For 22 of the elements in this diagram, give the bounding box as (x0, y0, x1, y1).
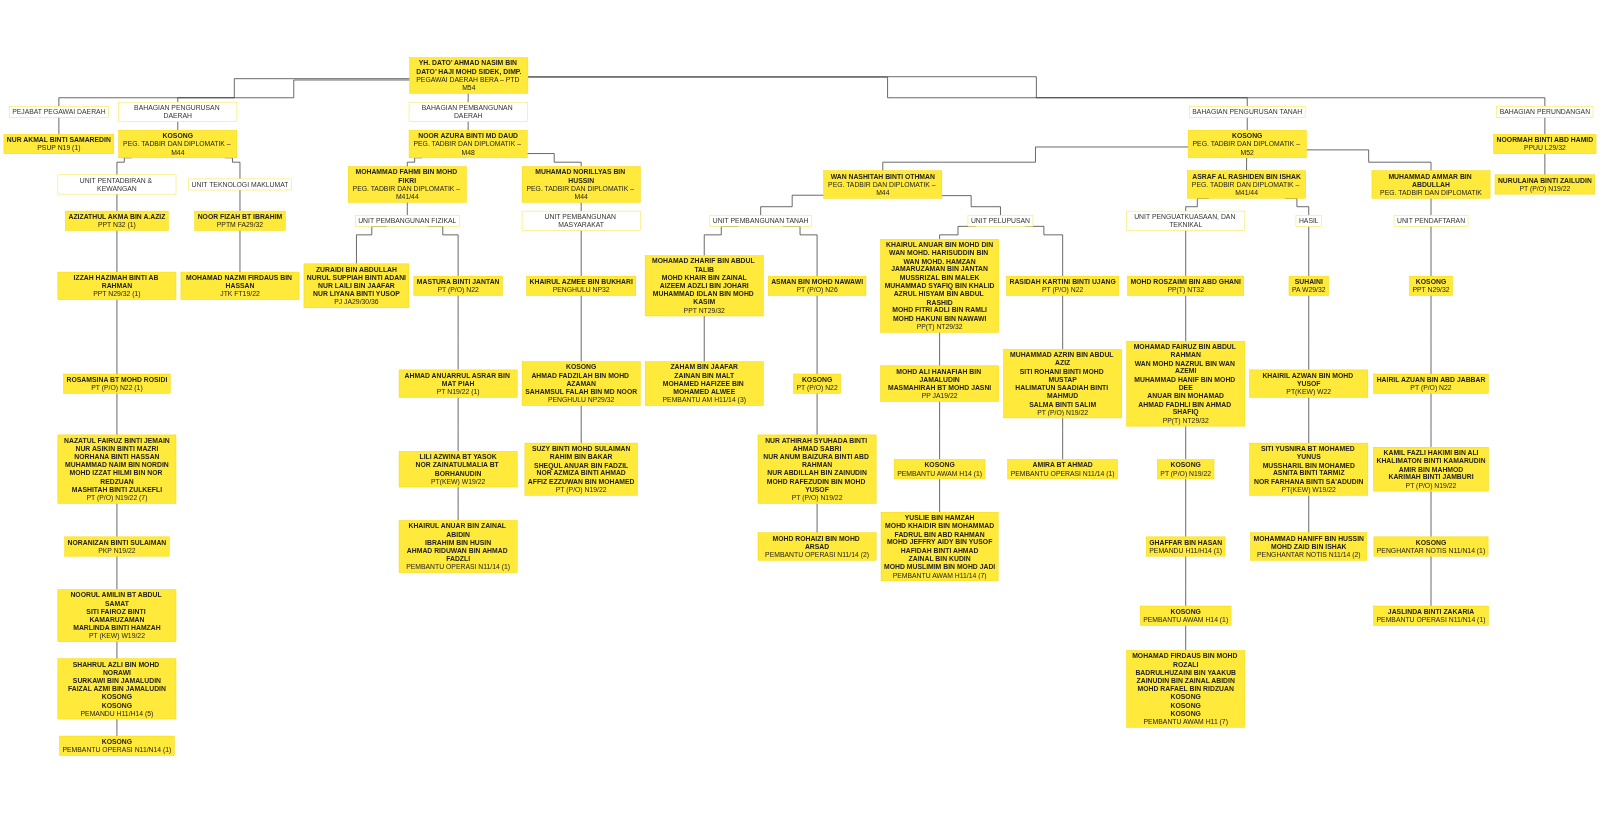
connector (177, 79, 411, 103)
connector (58, 78, 411, 107)
connector (1185, 555, 1187, 607)
connector (527, 76, 1546, 107)
connector (1185, 478, 1187, 538)
connector (1305, 149, 1432, 172)
connector (760, 194, 825, 216)
connector (1185, 624, 1187, 651)
connector (1185, 295, 1187, 342)
connector (939, 401, 940, 460)
connector (939, 332, 940, 367)
connector (1062, 417, 1064, 460)
connector (882, 146, 1189, 172)
connector (939, 478, 940, 513)
connector (406, 201, 408, 216)
connector (1062, 295, 1064, 350)
connector (1185, 230, 1187, 277)
connector (1246, 157, 1248, 172)
connector (1185, 425, 1187, 460)
connector (526, 153, 582, 167)
connector (941, 195, 1001, 216)
connector (527, 76, 1248, 107)
